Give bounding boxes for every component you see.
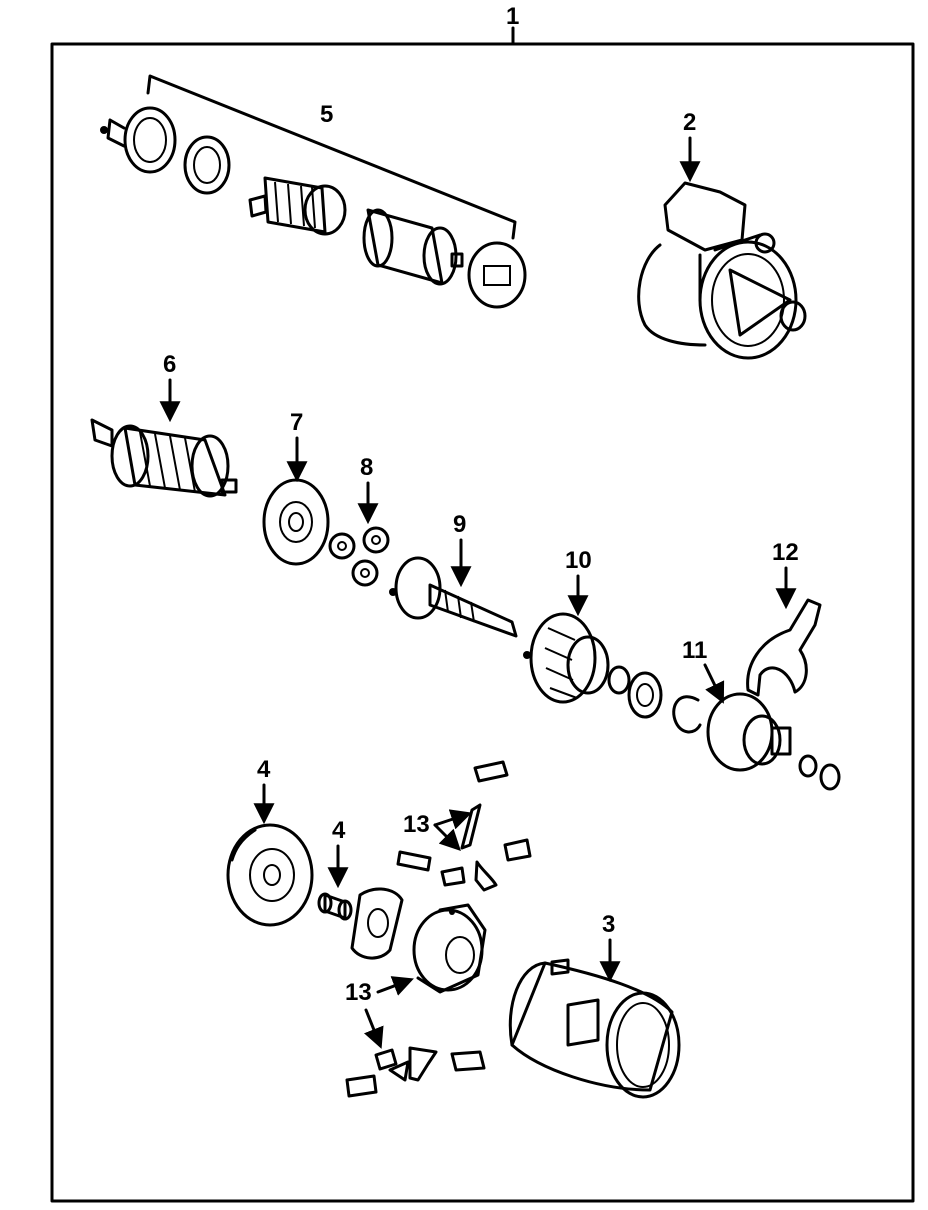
part-2-starter-assembly: 2 <box>637 109 807 360</box>
leader-11 <box>703 663 725 704</box>
callout-11: 11 <box>682 637 707 664</box>
part-9-output-shaft: 9 <box>389 511 518 638</box>
part-13-brushes-upper: 13 <box>396 760 532 892</box>
callout-6: 6 <box>163 351 176 378</box>
callout-5: 5 <box>320 101 333 128</box>
callout-4-right: 4 <box>332 817 346 844</box>
part-4-end-cover: 4 <box>226 756 314 927</box>
part-brush-holder <box>412 903 487 994</box>
leader-13-upper-b <box>433 823 461 851</box>
callout-3: 3 <box>602 911 615 938</box>
leader-13-lower-b <box>364 1008 384 1049</box>
part-12-shift-fork: 12 <box>746 539 822 697</box>
leader-13-lower-a <box>376 976 414 996</box>
part-11-pinion-clutch: 11 <box>682 637 841 791</box>
part-washers <box>607 665 702 734</box>
diagram-frame <box>50 42 915 1203</box>
part-5-solenoid-kit: 5 <box>100 74 527 309</box>
part-7-gear-plate: 7 <box>262 409 330 566</box>
leader-13-upper-a <box>433 809 472 830</box>
part-10-gear-housing: 10 <box>523 547 610 704</box>
part-6-armature: 6 <box>90 351 238 498</box>
callout-7: 7 <box>290 409 303 436</box>
callout-9: 9 <box>453 511 466 538</box>
callout-1: 1 <box>506 3 519 30</box>
part-13-brushes-lower: 13 <box>345 976 486 1098</box>
part-gasket-plate <box>350 887 404 960</box>
callout-13-upper: 13 <box>403 811 430 838</box>
callout-10: 10 <box>565 547 592 574</box>
callout-13-lower: 13 <box>345 979 372 1006</box>
part-3-yoke: 3 <box>508 911 681 1099</box>
callout-2: 2 <box>683 109 696 136</box>
part-8-planetary-gears: 8 <box>328 454 390 587</box>
callout-8: 8 <box>360 454 373 481</box>
callout-12: 12 <box>772 539 799 566</box>
callout-4-left: 4 <box>257 756 271 783</box>
part-4-bushing: 4 <box>317 817 353 921</box>
